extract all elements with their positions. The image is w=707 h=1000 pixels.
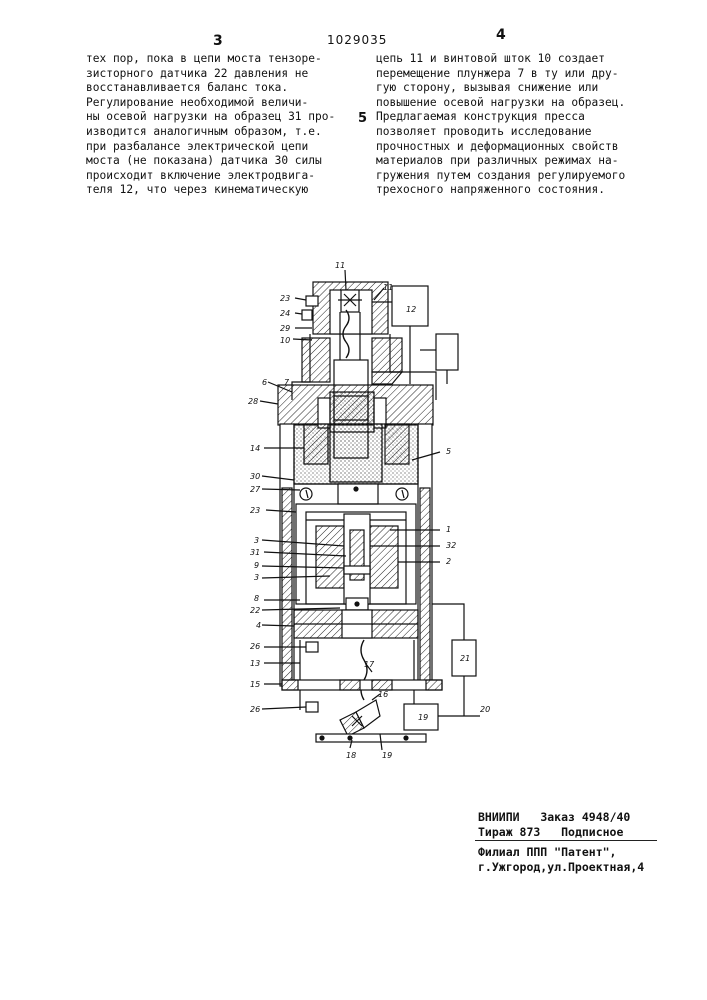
imprint-branch: Филиал ППП "Патент", [478,845,644,860]
figure-label: 32 [446,541,456,550]
figure-label: 14 [250,444,260,453]
figure-label: 3 [254,573,259,582]
imprint-org: ВНИИПИ [478,810,520,824]
figure-label: 11 [383,283,393,292]
figure-label: 23 [250,506,260,515]
imprint-subscription: Подписное [561,825,623,839]
figure-label: 27 [250,485,261,494]
imprint-address: г.Ужгород,ул.Проектная,4 [478,860,644,875]
figure-label: 29 [280,324,290,333]
figure-label: 18 [346,751,356,760]
imprint-order: Заказ 4948/40 [540,810,630,824]
figure-label: 15 [250,680,260,689]
figure-label: 26 [250,642,260,651]
figure-label: 22 [250,606,260,615]
figure-label: 3 [254,536,259,545]
figure-label: 31 [250,548,260,557]
figure-label: 26 [250,705,260,714]
imprint-circulation: Тираж 873 [478,825,540,839]
figure-label: 12 [406,305,416,314]
figure-label: 9 [254,561,259,570]
figure-label: 16 [378,690,388,699]
imprint-block: ВНИИПИ Заказ 4948/40 Тираж 873 Подписное [478,810,630,840]
figure-label: 23 [280,294,290,303]
figure-label: 19 [418,713,428,722]
figure-label: 19 [382,751,392,760]
figure-label: 2 [446,557,451,566]
figure-label: 17 [364,660,375,669]
control-box [436,334,458,370]
figure-label: 30 [250,472,260,481]
figure-label: 4 [256,621,261,630]
imprint-divider [475,840,657,841]
figure-label: 13 [250,659,260,668]
figure-label: 24 [280,309,290,318]
figure-label: 28 [248,397,258,406]
figure-label: 6 [262,378,267,387]
figure-label: 21 [460,654,470,663]
figure-label: 8 [254,594,259,603]
imprint-address-block: Филиал ППП "Патент", г.Ужгород,ул.Проект… [478,845,644,875]
figure-label: 11 [335,261,345,270]
figure-label: 5 [446,447,451,456]
figure-label: 10 [280,336,290,345]
figure-label: 1 [446,525,451,534]
figure-label: 20 [480,705,490,714]
